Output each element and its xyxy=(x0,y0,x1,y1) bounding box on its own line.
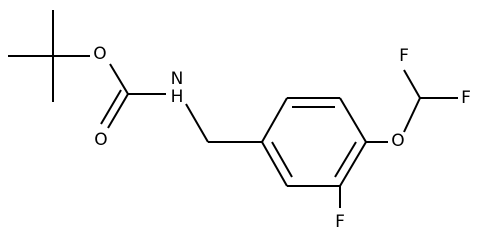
carbamate-group xyxy=(100,63,262,143)
top-fluorine-label: F xyxy=(399,46,409,66)
tert-butyl-group xyxy=(8,10,90,102)
ring-bond-c3-c4 xyxy=(339,97,367,143)
bond-carbonyl-double-2 xyxy=(100,89,122,125)
bond-chf2-to-top-fluorine xyxy=(403,69,421,99)
bond-ether-oxygen-to-chf2 xyxy=(403,97,421,133)
ring-fluorine-label: F xyxy=(335,212,345,232)
ring-bond-c4-c5-inner xyxy=(334,141,357,178)
ring-bond-c6-c1 xyxy=(261,141,288,187)
ether-oxygen-label: O xyxy=(391,131,404,151)
right-fluorine-label: F xyxy=(461,88,471,108)
hydrogen-label: H xyxy=(171,87,184,107)
bond-ester-oxygen-to-carbonyl-carbon xyxy=(109,63,129,95)
nitrogen-label: N xyxy=(171,69,184,89)
ester-oxygen-label: O xyxy=(93,44,106,64)
carbonyl-oxygen-label: O xyxy=(94,130,107,150)
ring-bond-c4-c5 xyxy=(339,141,367,187)
bond-nitrogen-to-methylene xyxy=(185,103,209,143)
benzene-ring xyxy=(261,97,367,187)
ring-bond-c1-c2 xyxy=(261,97,288,143)
atom-labels: O O N H O F F F xyxy=(93,44,471,232)
bond-carbonyl-double-1 xyxy=(107,93,129,129)
difluoromethoxy-group xyxy=(403,69,458,133)
ring-substituents xyxy=(339,141,388,208)
ring-bond-c6-c1-inner xyxy=(271,141,293,178)
